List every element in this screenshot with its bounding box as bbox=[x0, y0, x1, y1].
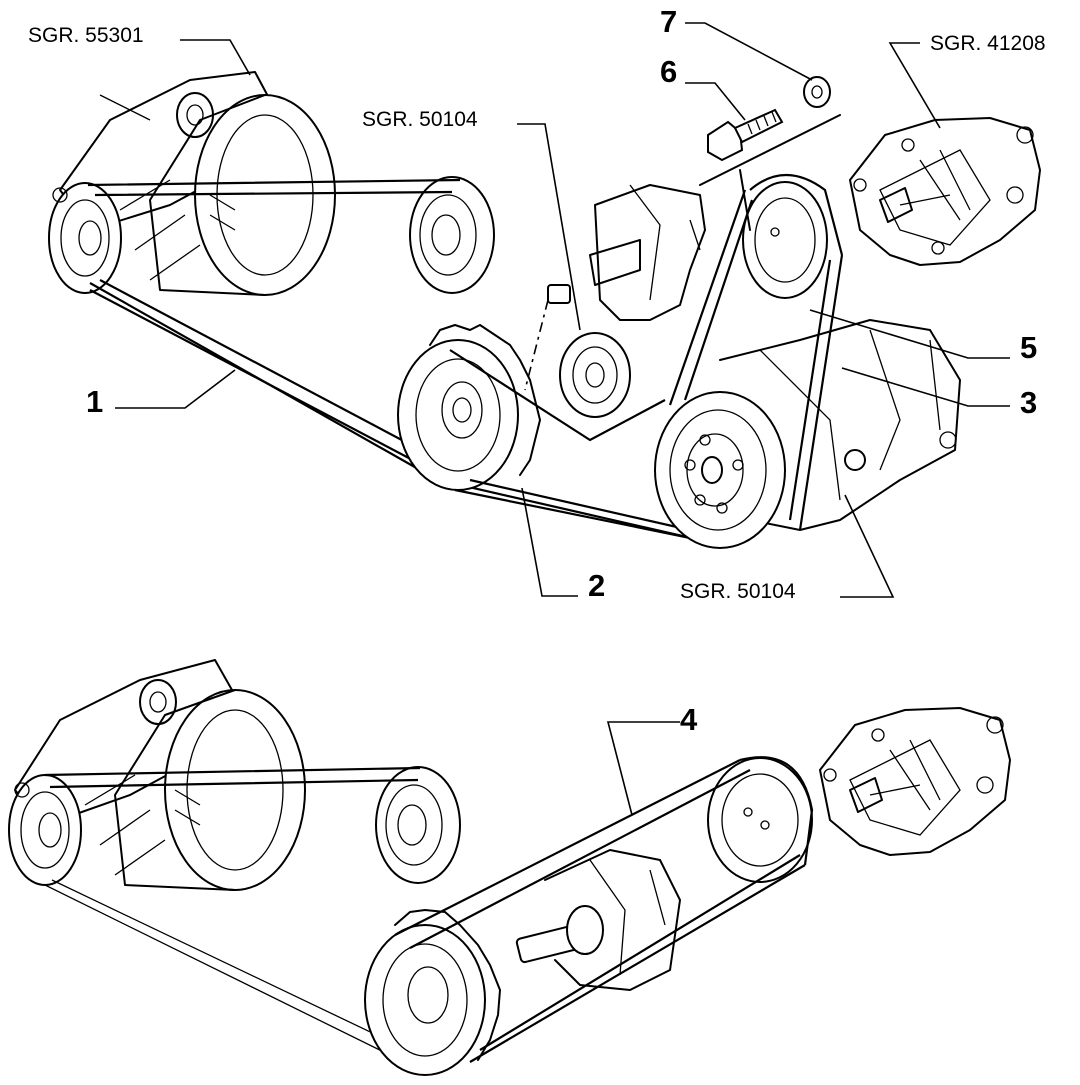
belt-4 bbox=[394, 759, 806, 1063]
idler-pulley-top bbox=[409, 176, 495, 294]
ref-compressor: SGR. 50104 bbox=[680, 580, 796, 603]
steering-pulley-top bbox=[742, 181, 828, 299]
water-pump-top bbox=[849, 117, 1041, 266]
bolt bbox=[707, 108, 784, 162]
item-number-2: 2 bbox=[588, 568, 605, 603]
item-number-1: 1 bbox=[86, 384, 103, 419]
ref-tensioner: SGR. 50104 bbox=[362, 108, 478, 131]
belt-1 bbox=[87, 178, 461, 471]
item-number-7: 7 bbox=[660, 4, 677, 39]
item-number-5: 5 bbox=[1020, 330, 1037, 365]
water-pump-bottom bbox=[819, 707, 1011, 856]
steering-pulley-bottom bbox=[707, 757, 813, 883]
bottom-assembly bbox=[8, 659, 1011, 1076]
item-number-4: 4 bbox=[680, 702, 698, 737]
crank-pulley-top bbox=[397, 324, 541, 491]
alternator-top bbox=[48, 71, 336, 296]
compressor-top bbox=[654, 319, 961, 549]
crank-pulley-bottom bbox=[364, 909, 501, 1076]
washer bbox=[803, 76, 831, 108]
ref-alternator: SGR. 55301 bbox=[28, 24, 144, 47]
belt-lower-alt bbox=[44, 766, 421, 789]
belt-5 bbox=[749, 173, 844, 256]
belt-2 bbox=[449, 349, 701, 542]
tensioner-assembly bbox=[524, 184, 706, 418]
ref-pump: SGR. 41208 bbox=[930, 32, 1046, 55]
item-number-6: 6 bbox=[660, 54, 677, 89]
leader-lines bbox=[115, 22, 1010, 816]
top-assembly bbox=[48, 71, 1041, 549]
alternator-bottom bbox=[8, 659, 306, 891]
item-number-3: 3 bbox=[1020, 385, 1037, 420]
idler-pulley-bottom bbox=[375, 766, 461, 884]
shim-plate bbox=[699, 114, 841, 186]
labels: SGR. 55301 SGR. 50104 SGR. 41208 SGR. 50… bbox=[28, 4, 1046, 737]
belt-3 bbox=[668, 189, 844, 531]
pump-shaft-bottom bbox=[515, 849, 681, 991]
